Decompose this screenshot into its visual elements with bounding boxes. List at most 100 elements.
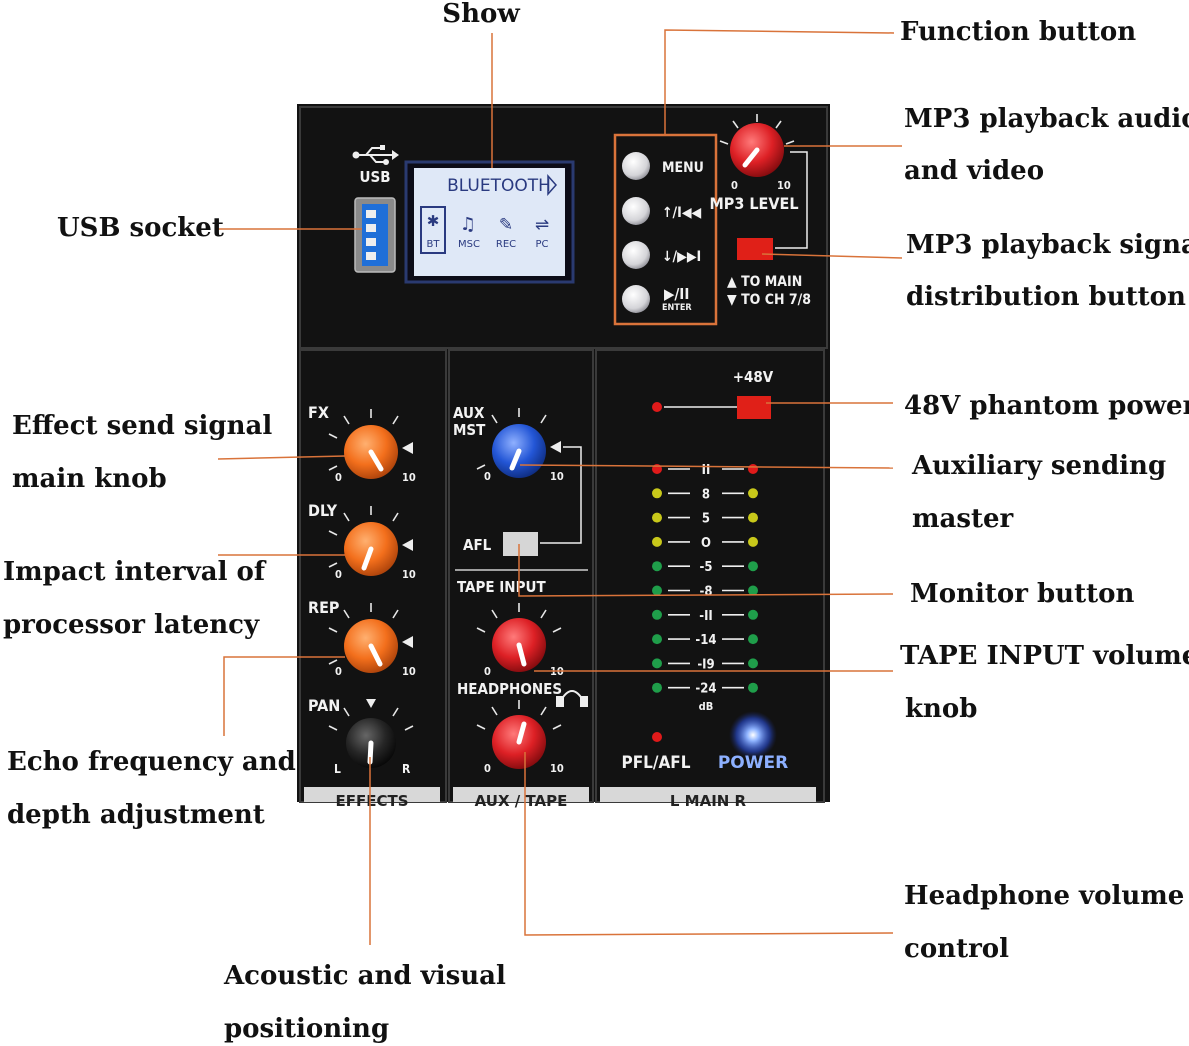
pfl-afl-label: PFL/AFL xyxy=(621,753,690,773)
afl-routing-line xyxy=(540,446,582,544)
lcd-display: BLUETOOTH ✱ ♫ ✎ ⇌ BT MSC REC PC xyxy=(404,160,575,284)
meter-scale-label: -II xyxy=(699,609,713,624)
pc-usb-icon: ⇌ xyxy=(535,215,549,235)
callout-usb-socket: USB socket xyxy=(57,213,224,243)
phantom-48v-button[interactable] xyxy=(737,396,771,419)
pan-r: R xyxy=(402,762,411,776)
meter-led-right xyxy=(748,512,758,523)
lcd-mode-bt-frame xyxy=(420,206,446,254)
tape-input-label: TAPE INPUT xyxy=(457,578,546,596)
dly-knob[interactable] xyxy=(328,506,413,576)
pan-center-icon xyxy=(366,699,376,708)
tape-input-knob[interactable] xyxy=(476,603,562,672)
rep-label: REP xyxy=(308,598,339,617)
callout-show: Show xyxy=(442,0,520,29)
meter-led-left xyxy=(652,658,662,669)
meter-led-right xyxy=(748,658,758,669)
menu-button[interactable] xyxy=(622,152,650,180)
menu-label: MENU xyxy=(662,160,704,176)
meter-led-right xyxy=(748,488,758,499)
meter-scale-label: -I9 xyxy=(697,657,714,672)
callout-echo-line2: depth adjustment xyxy=(7,800,265,830)
hp-scale-0: 0 xyxy=(484,762,491,775)
callout-headphone-line2: control xyxy=(904,934,1009,964)
callout-mp3-dist-line2: distribution button xyxy=(906,282,1186,312)
headphones-icon xyxy=(556,690,588,707)
meter-scale-label: II xyxy=(702,463,711,478)
lcd-mode-rec: REC xyxy=(496,239,516,250)
callout-mp3-audio-line1: MP3 playback audio xyxy=(904,104,1189,134)
callout-mp3-audio-line2: and video xyxy=(904,156,1044,186)
rep-ticks xyxy=(328,603,399,665)
dly-scale-0: 0 xyxy=(335,568,342,581)
strip-effects xyxy=(304,787,440,802)
lcd-title: BLUETOOTH xyxy=(447,176,551,196)
microphone-icon: ✎ xyxy=(499,215,513,235)
callout-headphone-line1: Headphone volume xyxy=(904,881,1184,911)
mp3-level-knob[interactable] xyxy=(719,114,795,177)
rep-scale-0: 0 xyxy=(335,665,342,678)
dly-scale-10: 10 xyxy=(402,568,416,581)
mp3-scale-10: 10 xyxy=(777,179,791,192)
aux-ticks xyxy=(476,408,547,470)
db-label: dB xyxy=(699,700,714,713)
pfl-afl-led xyxy=(652,732,662,742)
headphone-ticks xyxy=(476,700,562,730)
mst-label: MST xyxy=(453,421,486,439)
meter-led-left xyxy=(652,561,662,572)
leader-lines xyxy=(215,29,903,945)
rep-arrow-icon xyxy=(402,636,413,648)
pan-ticks xyxy=(328,707,414,731)
callout-aux-send-line1: Auxiliary sending xyxy=(911,451,1166,481)
callouts: Show Function button MP3 playback audio … xyxy=(3,0,1189,1044)
meter-led-left xyxy=(652,536,662,547)
usb-port[interactable] xyxy=(354,197,396,273)
callout-tape-line2: knob xyxy=(905,694,977,724)
strip-aux-tape-label: AUX / TAPE xyxy=(475,792,568,810)
lcd-mode-bt: BT xyxy=(427,239,441,250)
meter-led-left xyxy=(652,682,662,693)
lcd-mode-msc: MSC xyxy=(458,239,480,250)
dly-ticks xyxy=(328,506,399,568)
dly-label: DLY xyxy=(308,501,338,520)
afl-monitor-button[interactable] xyxy=(503,532,538,556)
meter-led-left xyxy=(652,634,662,645)
pan-label: PAN xyxy=(308,696,340,715)
mp3-routing-button[interactable] xyxy=(737,238,773,260)
fx-knob[interactable] xyxy=(328,409,413,479)
meter-led-right xyxy=(748,609,758,620)
usb-label: USB xyxy=(360,168,391,186)
headphone-volume-knob[interactable] xyxy=(476,700,562,769)
prev-button[interactable] xyxy=(622,197,650,225)
play-label: ▶/II xyxy=(664,285,689,303)
bluetooth-icon: ✱ xyxy=(427,212,440,230)
callout-mp3-dist-line1: MP3 playback signal xyxy=(906,230,1189,260)
aux-label: AUX xyxy=(453,404,485,422)
tape-ticks xyxy=(476,603,562,633)
headphones-label: HEADPHONES xyxy=(457,680,562,698)
aux-arrow-icon xyxy=(550,441,561,453)
meter-scale-label: -14 xyxy=(695,633,716,648)
fx-scale-0: 0 xyxy=(335,471,342,484)
top-section-frame xyxy=(299,106,828,349)
meter-scale-label: 8 xyxy=(702,487,710,502)
rep-knob[interactable] xyxy=(328,603,413,673)
aux-scale-10: 10 xyxy=(550,470,564,483)
meter-led-right xyxy=(748,634,758,645)
strip-main-label: L MAIN R xyxy=(670,792,747,810)
meter-led-right xyxy=(748,682,758,693)
fx-arrow-icon xyxy=(402,442,413,454)
strip-main xyxy=(600,787,816,802)
to-main-label: ▲ TO MAIN xyxy=(727,274,802,290)
power-label: POWER xyxy=(718,753,788,773)
fx-ticks xyxy=(328,409,399,471)
fx-scale-10: 10 xyxy=(402,471,416,484)
pan-l: L xyxy=(334,762,341,776)
callout-fx-line1: Effect send signal xyxy=(12,411,272,441)
aux-scale-0: 0 xyxy=(484,470,491,483)
play-enter-button[interactable] xyxy=(622,285,650,313)
next-button[interactable] xyxy=(622,241,650,269)
meter-led-left xyxy=(652,585,662,596)
meter-led-left xyxy=(652,609,662,620)
callout-function-button: Function button xyxy=(900,17,1136,47)
